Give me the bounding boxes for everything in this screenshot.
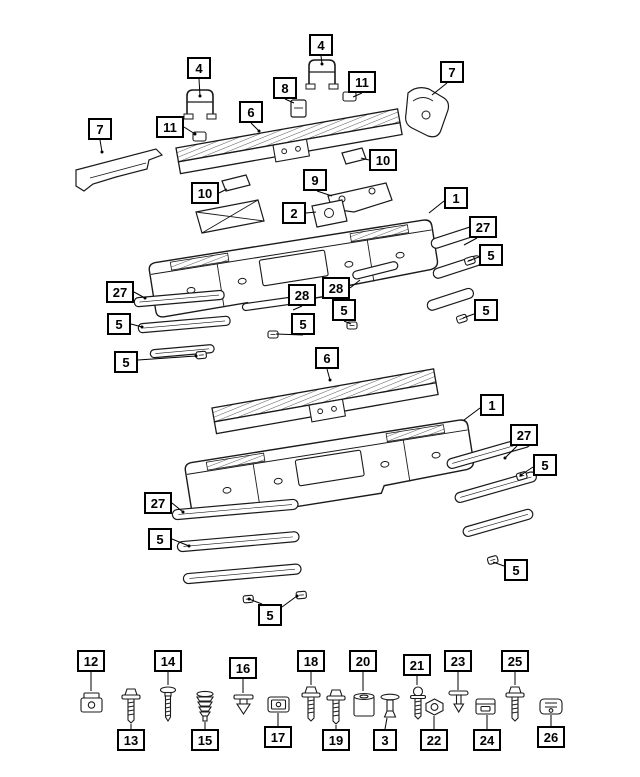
callout-box: 1 xyxy=(480,394,504,416)
trim-strip-drawing xyxy=(352,261,399,280)
callout-box: 27 xyxy=(469,216,497,238)
callout-box: 1 xyxy=(444,187,468,209)
trim-strip-drawing xyxy=(171,498,299,521)
callout-box: 7 xyxy=(88,118,112,140)
leader-dots xyxy=(100,62,523,601)
retainer-clip-icon xyxy=(475,698,496,715)
callout-box: 24 xyxy=(473,729,501,751)
callout-box: 9 xyxy=(303,169,327,191)
callout-box: 5 xyxy=(533,454,557,476)
callout-box: 2 xyxy=(282,202,306,224)
shoulder-screw-icon xyxy=(409,686,427,720)
callout-box: 3 xyxy=(373,729,397,751)
callout-box: 19 xyxy=(322,729,350,751)
u-clip-icon xyxy=(539,698,563,715)
callout-box: 25 xyxy=(501,650,529,672)
callout-box: 26 xyxy=(537,726,565,748)
callout-box: 5 xyxy=(479,244,503,266)
callout-box: 27 xyxy=(144,492,172,514)
callout-box: 11 xyxy=(156,116,184,138)
callout-box: 6 xyxy=(315,347,339,369)
callout-box: 28 xyxy=(322,277,350,299)
callout-box: 10 xyxy=(191,182,219,204)
callout-box: 18 xyxy=(297,650,325,672)
callout-box: 4 xyxy=(309,34,333,56)
push-rivet-icon xyxy=(448,690,469,714)
callout-box: 7 xyxy=(440,61,464,83)
fastener-clip-drawing xyxy=(195,350,208,360)
trim-strip-drawing xyxy=(426,287,475,311)
callout-box: 23 xyxy=(444,650,472,672)
push-rivet-icon xyxy=(380,693,400,718)
leader-lines xyxy=(90,55,552,730)
hardware-row-drawing xyxy=(80,686,563,725)
grommet-icon xyxy=(196,690,214,722)
callout-box: 5 xyxy=(291,313,315,335)
trim-strip-drawing xyxy=(149,344,215,359)
callout-box: 5 xyxy=(474,299,498,321)
callout-box: 20 xyxy=(349,650,377,672)
callout-box: 6 xyxy=(239,101,263,123)
trim-strip-drawing xyxy=(137,315,231,334)
bumper-face-bar-drawing xyxy=(147,218,441,324)
callout-box: 4 xyxy=(187,57,211,79)
fastener-clip-drawing xyxy=(455,313,469,325)
callout-box: 11 xyxy=(348,71,376,93)
callout-box: 13 xyxy=(117,729,145,751)
side-rail-drawing xyxy=(75,148,164,192)
callout-box: 17 xyxy=(264,726,292,748)
small-block-drawing xyxy=(290,99,307,118)
callout-box: 5 xyxy=(332,299,356,321)
upper-assembly-drawing xyxy=(75,59,482,360)
hex-washer-screw-icon xyxy=(505,686,525,722)
callout-box: 22 xyxy=(420,729,448,751)
callout-box: 21 xyxy=(403,654,431,676)
trim-strip-drawing xyxy=(133,289,225,308)
callout-box: 5 xyxy=(107,313,131,335)
callout-box: 27 xyxy=(106,281,134,303)
callout-box: 15 xyxy=(191,729,219,751)
corner-bracket-drawing xyxy=(405,87,450,138)
callout-box: 5 xyxy=(148,528,172,550)
callout-box: 27 xyxy=(510,424,538,446)
callout-box: 10 xyxy=(369,149,397,171)
callout-box: 16 xyxy=(229,657,257,679)
callout-box: 5 xyxy=(258,604,282,626)
trim-strip-drawing xyxy=(182,563,302,585)
callout-box: 8 xyxy=(273,77,297,99)
trim-strip-drawing xyxy=(462,508,534,538)
lower-assembly-drawing xyxy=(171,368,537,604)
callout-box: 12 xyxy=(77,650,105,672)
u-nut-icon xyxy=(267,696,290,713)
flange-nut-icon xyxy=(425,698,444,716)
callout-box: 14 xyxy=(154,650,182,672)
hex-bolt-icon xyxy=(326,689,346,725)
winch-bracket-drawing xyxy=(311,199,348,228)
spacer-nut-icon xyxy=(353,692,375,717)
callout-box: 5 xyxy=(114,351,138,373)
hex-bolt-icon xyxy=(301,686,321,722)
clip-nut-icon xyxy=(80,692,103,713)
wedge-bracket-drawing xyxy=(221,147,367,192)
push-pin-icon xyxy=(233,694,254,716)
x-brace-drawing xyxy=(195,199,265,234)
screw-icon xyxy=(159,686,177,723)
trim-strip-drawing xyxy=(176,531,300,553)
callout-box: 5 xyxy=(504,559,528,581)
callout-box: 28 xyxy=(288,284,316,306)
flange-bolt-icon xyxy=(121,688,141,724)
